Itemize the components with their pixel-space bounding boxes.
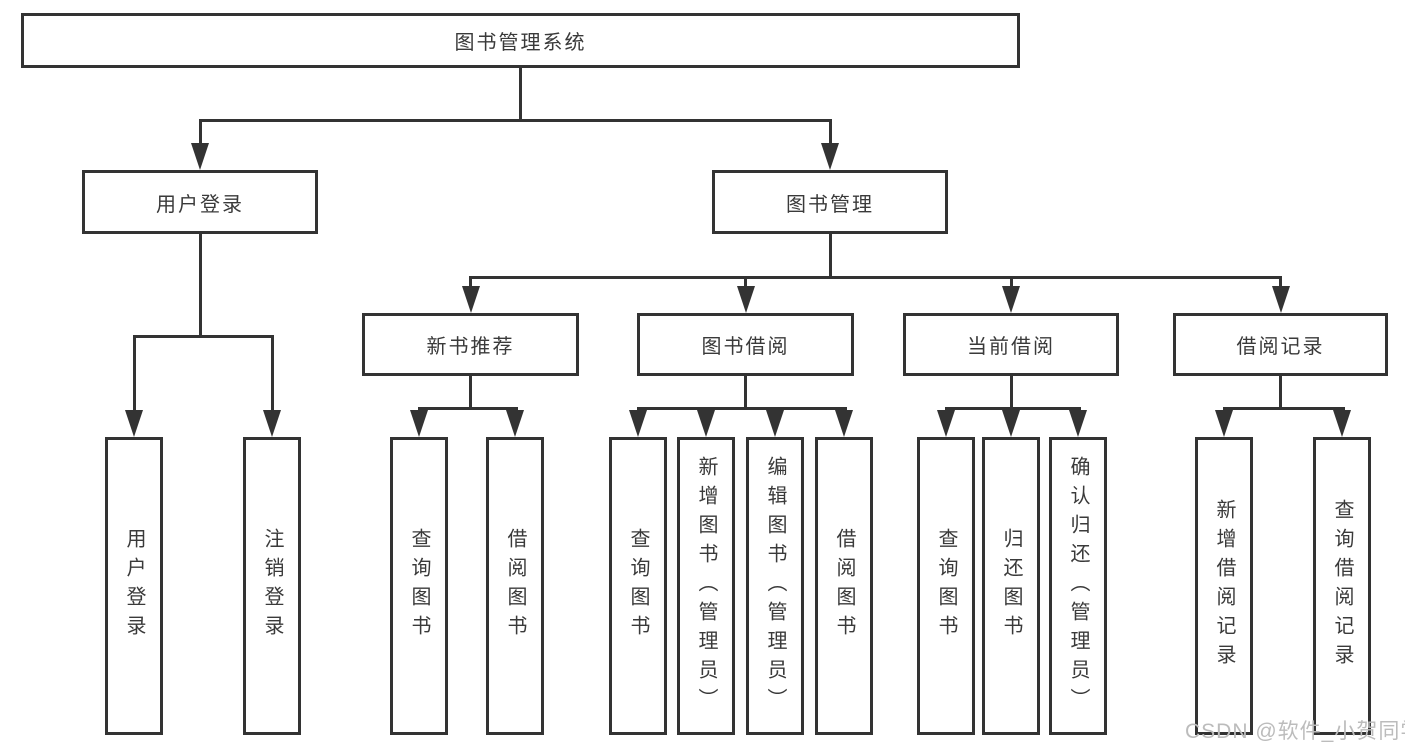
connector-userlogin-rail <box>133 335 274 338</box>
node-user-login: 用户登录 <box>82 170 318 234</box>
node-book-management: 图书管理 <box>712 170 948 234</box>
arrowhead-down-icon <box>629 410 647 437</box>
connector-drop <box>744 276 747 288</box>
connector-stem <box>1010 376 1013 410</box>
leaf-borrow-books-recommend: 借阅图书 <box>486 437 544 735</box>
connector-stem <box>744 376 747 407</box>
arrowhead-down-icon <box>737 286 755 313</box>
arrowhead-down-icon <box>410 410 428 437</box>
connector-rail <box>637 407 847 410</box>
node-new-book-recommend: 新书推荐 <box>362 313 579 376</box>
arrowhead-down-icon <box>1333 410 1351 437</box>
arrowhead-down-icon <box>766 410 784 437</box>
arrowhead-down-icon <box>835 410 853 437</box>
connector-userlogin-stem <box>199 234 202 335</box>
arrowhead-down-icon <box>937 410 955 437</box>
leaf-user-login: 用户登录 <box>105 437 163 735</box>
arrowhead-down-icon <box>1272 286 1290 313</box>
node-borrow-records: 借阅记录 <box>1173 313 1388 376</box>
connector-drop <box>133 335 136 412</box>
leaf-borrow-books: 借阅图书 <box>815 437 873 735</box>
connector-rail <box>1223 407 1345 410</box>
leaf-return-book: 归还图书 <box>982 437 1040 735</box>
connector-drop <box>829 119 832 147</box>
leaf-query-borrow-record: 查询借阅记录 <box>1313 437 1371 735</box>
arrowhead-down-icon <box>1002 286 1020 313</box>
leaf-query-books-current: 查询图书 <box>917 437 975 735</box>
arrowhead-down-icon <box>1215 410 1233 437</box>
connector-stem <box>469 376 472 407</box>
connector-rail <box>945 407 1081 410</box>
leaf-edit-book-admin: 编辑图书（管理员） <box>746 437 804 735</box>
csdn-watermark: CSDN @软件_小贺同学 <box>1185 720 1405 743</box>
arrowhead-down-icon <box>506 410 524 437</box>
arrowhead-down-icon <box>1002 410 1020 437</box>
node-root: 图书管理系统 <box>21 13 1020 68</box>
connector-rail <box>418 407 518 410</box>
arrowhead-down-icon <box>1069 410 1087 437</box>
connector-drop <box>1010 276 1013 288</box>
leaf-logout: 注销登录 <box>243 437 301 735</box>
connector-drop <box>469 276 472 288</box>
connector-root-stem <box>519 68 522 119</box>
connector-root-rail <box>199 119 832 122</box>
node-book-borrow: 图书借阅 <box>637 313 854 376</box>
connector-drop <box>1279 276 1282 288</box>
arrowhead-down-icon <box>191 143 209 170</box>
leaf-confirm-return-admin: 确认归还（管理员） <box>1049 437 1107 735</box>
connector-stem <box>1279 376 1282 407</box>
leaf-add-borrow-record: 新增借阅记录 <box>1195 437 1253 735</box>
connector-drop <box>199 119 202 147</box>
arrowhead-down-icon <box>821 143 839 170</box>
leaf-add-book-admin: 新增图书（管理员） <box>677 437 735 735</box>
arrowhead-down-icon <box>462 286 480 313</box>
arrowhead-down-icon <box>263 410 281 437</box>
node-current-borrow: 当前借阅 <box>903 313 1119 376</box>
arrowhead-down-icon <box>125 410 143 437</box>
leaf-query-books-borrow: 查询图书 <box>609 437 667 735</box>
arrowhead-down-icon <box>697 410 715 437</box>
connector-bookmgmt-rail <box>469 276 1281 279</box>
connector-bookmgmt-stem <box>829 234 832 276</box>
leaf-query-books-recommend: 查询图书 <box>390 437 448 735</box>
connector-drop <box>271 335 274 412</box>
